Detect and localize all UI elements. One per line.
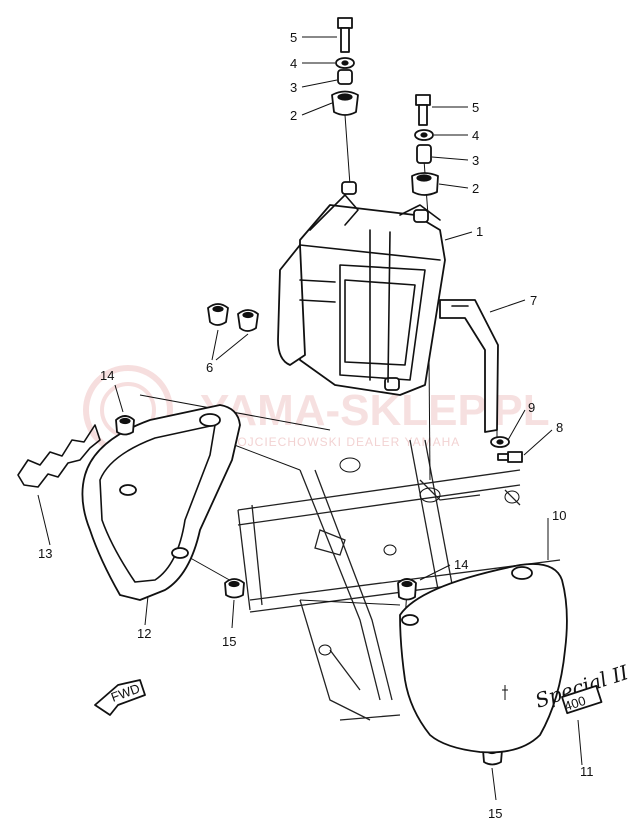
left-side-cover (81, 404, 241, 601)
label-11: 11 (580, 764, 594, 779)
label-8: 8 (556, 420, 563, 435)
label-2b: 2 (472, 181, 479, 196)
label-5b: 5 (472, 100, 479, 115)
fwd-arrow-icon: FWD (94, 679, 146, 716)
label-4b: 4 (472, 128, 479, 143)
label-10: 10 (552, 508, 566, 523)
label-7: 7 (530, 293, 537, 308)
label-5a: 5 (290, 30, 297, 45)
label-3b: 3 (472, 153, 479, 168)
bracket-assembly (439, 299, 523, 463)
battery-box (277, 181, 446, 396)
label-15b: 15 (488, 806, 502, 821)
mount-hardware-right (411, 94, 439, 196)
cover-damper (17, 424, 101, 488)
callouts: 5 4 3 2 5 4 3 2 1 7 9 8 6 14 13 12 15 10 (37, 30, 594, 821)
label-14a: 14 (100, 368, 114, 383)
label-3a: 3 (290, 80, 297, 95)
emblem-number: 400 (562, 693, 587, 714)
label-6: 6 (206, 360, 213, 375)
grommet-pair (207, 303, 259, 361)
label-4a: 4 (290, 56, 297, 71)
watermark-subline: WOJCIECHOWSKI DEALER YAMAHA (225, 435, 460, 449)
grommet-15-left (224, 578, 245, 599)
label-2a: 2 (290, 108, 297, 123)
label-15a: 15 (222, 634, 236, 649)
mount-hardware-left (331, 17, 359, 116)
label-9: 9 (528, 400, 535, 415)
right-side-cover (399, 563, 568, 754)
label-12: 12 (137, 626, 151, 641)
label-13: 13 (38, 546, 52, 561)
label-14b: 14 (454, 557, 468, 572)
grommet-14-right (397, 578, 417, 601)
grommet-14-left (115, 415, 135, 436)
label-1: 1 (476, 224, 483, 239)
